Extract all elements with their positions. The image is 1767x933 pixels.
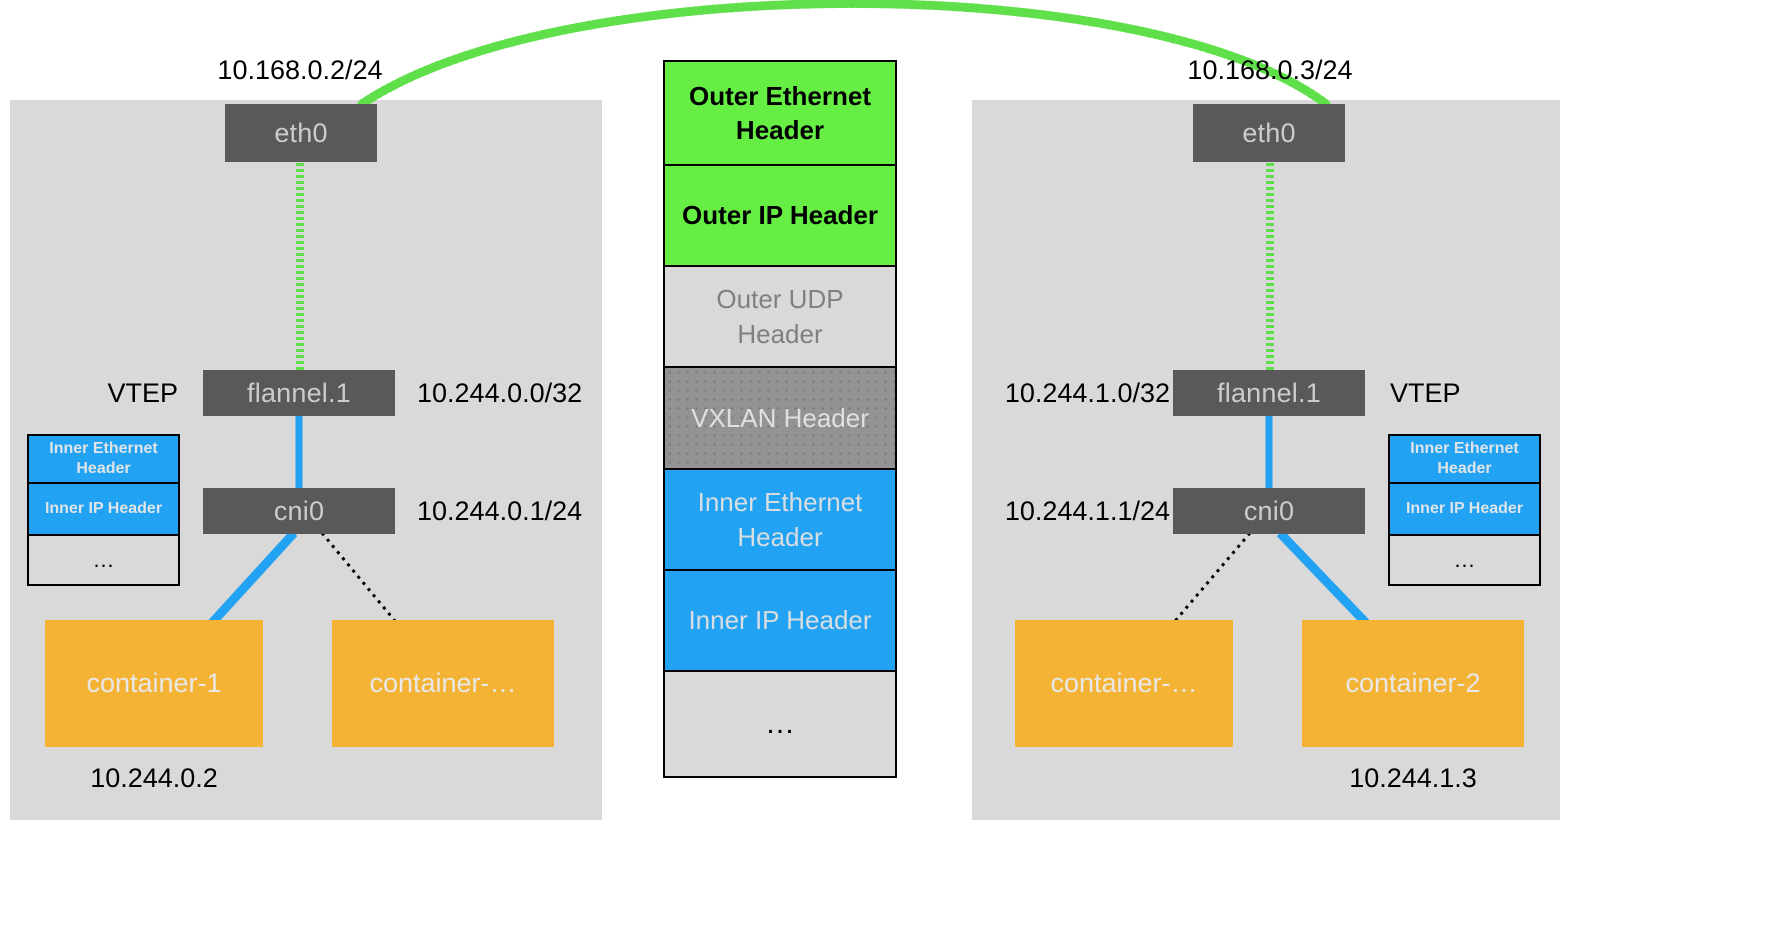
packet-layer-outer-ip-header: Outer IP Header xyxy=(665,166,895,267)
left-mini-layer-inner-ethernet: Inner Ethernet Header xyxy=(29,436,178,484)
packet-layer-outer-ethernet-header-label: Outer Ethernet Header xyxy=(688,80,872,145)
left-flannel-vtep-label: VTEP xyxy=(107,377,178,408)
right-container-2-box[interactable]: container-2 xyxy=(1302,620,1524,747)
packet-layer-vxlan-header: VXLAN Header xyxy=(665,368,895,470)
right-cni0-ip-label: 10.244.1.1/24 xyxy=(1004,495,1170,526)
right-container-other-box[interactable]: container-… xyxy=(1015,620,1233,747)
right-flannel-ip-label: 10.244.1.0/32 xyxy=(1004,377,1170,408)
right-cni0-box[interactable]: cni0 xyxy=(1173,488,1365,534)
left-mini-packet-box: Inner Ethernet Header Inner IP Header … xyxy=(27,434,180,586)
left-cni0-box[interactable]: cni0 xyxy=(203,488,395,534)
packet-layer-ellipsis: … xyxy=(665,672,895,776)
left-eth0-label: eth0 xyxy=(274,117,328,148)
right-container-2-label: container-2 xyxy=(1345,668,1481,698)
right-eth0-ip-label: 10.168.0.3/24 xyxy=(1187,54,1353,85)
left-flannel-ip-label: 10.244.0.0/32 xyxy=(417,377,583,408)
right-eth0-box[interactable]: eth0 xyxy=(1193,104,1345,162)
left-mini-layer-ellipsis: … xyxy=(29,536,178,584)
packet-layer-outer-ethernet-header: Outer Ethernet Header xyxy=(665,62,895,166)
packet-layer-outer-ip-header-label: Outer IP Header xyxy=(681,200,879,231)
right-mini-layer-ellipsis: … xyxy=(1390,536,1539,584)
right-cni0-label: cni0 xyxy=(1243,495,1295,526)
left-container-other-box[interactable]: container-… xyxy=(332,620,554,747)
packet-layer-outer-udp-header-label: Outer UDP Header xyxy=(716,284,844,349)
right-flannel-label: flannel.1 xyxy=(1217,377,1321,408)
right-mini-layer-inner-ethernet: Inner Ethernet Header xyxy=(1390,436,1539,484)
packet-layer-inner-ip-header-label: Inner IP Header xyxy=(688,605,872,636)
right-container-other-label: container-… xyxy=(1050,668,1198,698)
left-eth0-ip-label: 10.168.0.2/24 xyxy=(217,54,383,85)
left-container-1-box[interactable]: container-1 xyxy=(45,620,263,747)
left-container-1-ip-label: 10.244.0.2 xyxy=(90,762,218,793)
left-flannel-label: flannel.1 xyxy=(247,377,351,408)
left-mini-layer-inner-ip: Inner IP Header xyxy=(29,484,178,536)
packet-layer-inner-ip-header: Inner IP Header xyxy=(665,571,895,672)
right-mini-layer-inner-ip: Inner IP Header xyxy=(1390,484,1539,536)
packet-layer-inner-ethernet-header-label: Inner Ethernet Header xyxy=(697,487,863,552)
right-mini-packet-box: Inner Ethernet Header Inner IP Header … xyxy=(1388,434,1541,586)
left-eth0-box[interactable]: eth0 xyxy=(225,104,377,162)
left-cni0-label: cni0 xyxy=(273,495,325,526)
left-container-1-label: container-1 xyxy=(86,668,222,698)
left-flannel-box[interactable]: flannel.1 xyxy=(203,370,395,416)
right-flannel-vtep-label: VTEP xyxy=(1390,377,1461,408)
packet-layer-outer-udp-header: Outer UDP Header xyxy=(665,267,895,368)
left-cni0-ip-label: 10.244.0.1/24 xyxy=(417,495,583,526)
right-flannel-box[interactable]: flannel.1 xyxy=(1173,370,1365,416)
left-container-other-label: container-… xyxy=(369,668,517,698)
packet-layer-vxlan-header-label: VXLAN Header xyxy=(691,402,869,433)
right-container-2-ip-label: 10.244.1.3 xyxy=(1349,762,1477,793)
packet-layer-ellipsis-label: … xyxy=(765,707,795,741)
right-eth0-label: eth0 xyxy=(1242,117,1296,148)
packet-layer-inner-ethernet-header: Inner Ethernet Header xyxy=(665,470,895,571)
vxlan-packet-stack: Outer Ethernet Header Outer IP Header Ou… xyxy=(663,60,897,778)
